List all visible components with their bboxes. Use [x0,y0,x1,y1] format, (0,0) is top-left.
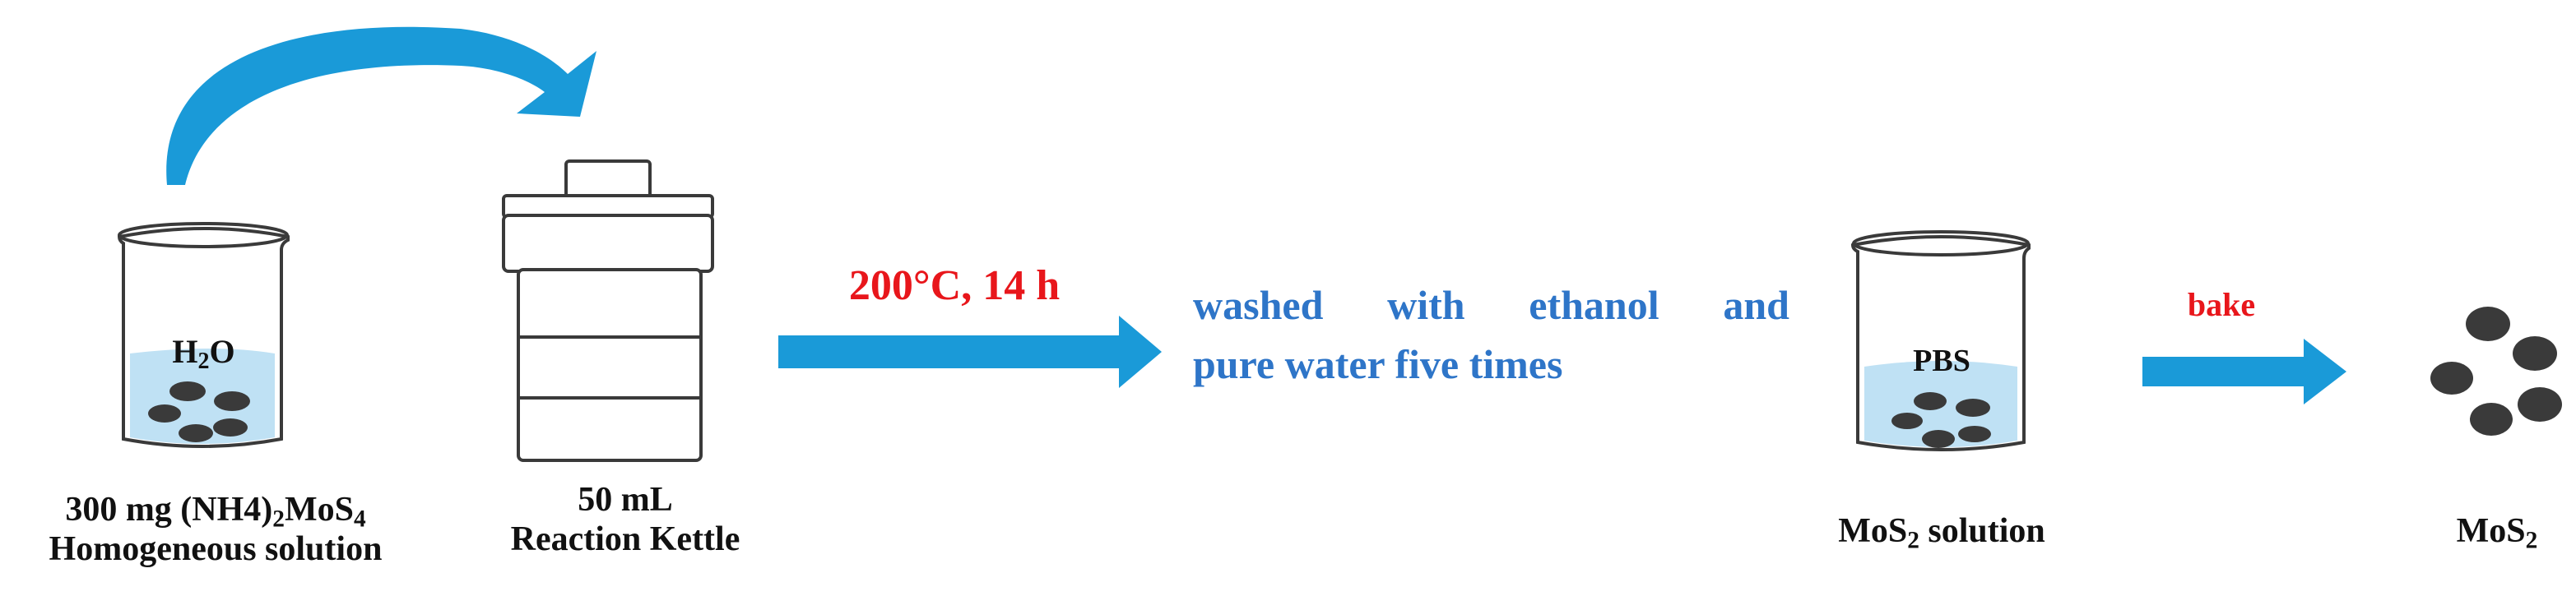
reaction-condition: 200°C, 14 h [848,262,1061,309]
reaction-kettle [502,159,714,462]
particle [214,391,250,411]
mos2-solution-caption: MoS2 solution [1838,512,2045,554]
kettle-caption: 50 mL Reaction Kettle [461,480,790,560]
particle [1891,413,1923,429]
washing-word: with [1387,282,1465,328]
beaker-h2o-outline [117,227,290,448]
bake-arrow [2142,339,2346,404]
pbs-label: PBS [1913,344,1970,378]
precursor-caption-line1: 300 mg (NH4)2MoS4 [65,491,366,533]
particle [1914,392,1947,410]
beaker-pbs-outline [1850,235,2031,451]
kettle-caption-line1: 50 mL [578,481,673,519]
particle [2466,307,2510,341]
kettle-knob [564,159,652,201]
washing-line1: washed with ethanol and [1193,275,1789,335]
particle [2470,403,2513,436]
precursor-caption-line2: Homogeneous solution [49,530,383,569]
beaker-pbs-rim [1852,230,2030,256]
beaker-h2o-rim [118,222,289,248]
precursor-caption: 300 mg (NH4)2MoS4 Homogeneous solution [0,490,431,570]
particle [1956,399,1990,417]
particle [1922,430,1955,448]
particle [2513,336,2557,371]
kettle-caption-line2: Reaction Kettle [510,520,740,559]
washing-description: washed with ethanol and pure water five … [1193,275,1789,394]
reaction-arrow [778,316,1162,388]
h2o-label: H2O [172,333,235,374]
particle [148,404,181,423]
transfer-curved-arrow [166,26,597,185]
particle [2430,362,2473,395]
particle [2518,387,2562,422]
beaker-pbs [1850,230,2031,451]
mos2-caption: MoS2 [2456,512,2538,554]
kettle-cap [502,214,714,273]
particle [179,424,213,442]
particle [169,381,206,401]
washing-word: and [1723,282,1789,328]
particle [1958,426,1991,442]
bake-label: bake [2187,286,2256,323]
kettle-body [517,268,703,462]
particle [213,418,248,437]
washing-line2: pure water five times [1193,341,1563,387]
washing-word: ethanol [1529,282,1659,328]
beaker-h2o [117,222,290,448]
washing-word: washed [1193,282,1324,328]
mos2-particles [2430,307,2562,436]
